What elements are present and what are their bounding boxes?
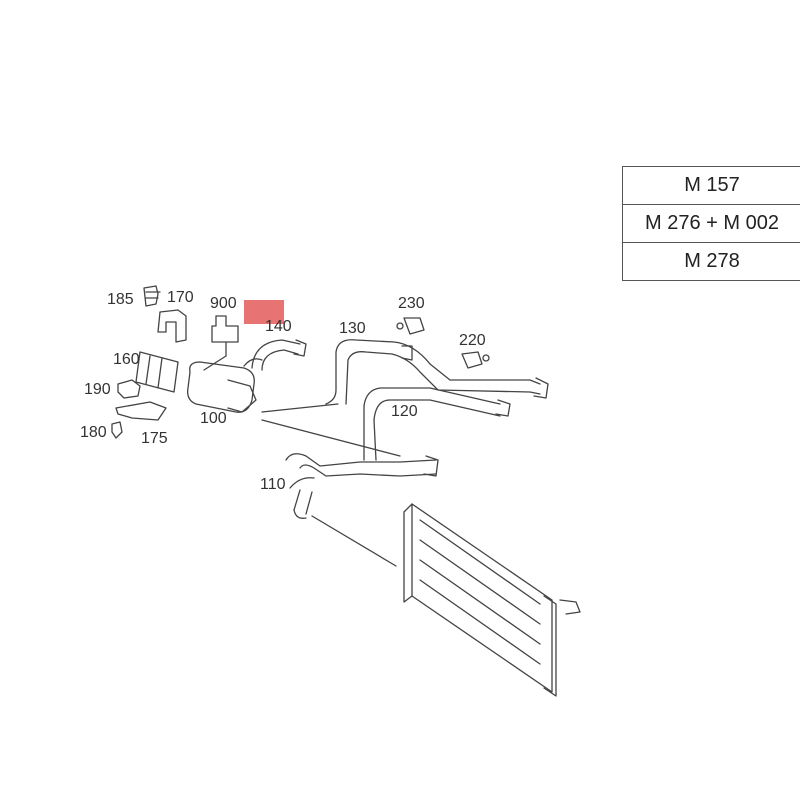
engine-variant-legend: M 157 M 276 + M 002 M 278 [622,166,800,281]
part-120-hose [363,387,511,461]
part-180-bolt [111,421,123,439]
label-180: 180 [80,424,107,441]
part-110-hose [285,453,439,519]
part-100-pump [187,358,263,413]
label-230: 230 [398,295,425,312]
part-900-connector [203,315,239,371]
label-160: 160 [113,351,140,368]
part-140-hose [251,339,307,371]
legend-row-m276-m002: M 276 + M 002 [623,205,800,243]
part-230-clamp [396,317,425,335]
part-190-mount [117,379,141,399]
part-130-hose [325,339,549,405]
label-185: 185 [107,291,134,308]
legend-row-m278: M 278 [623,243,800,281]
label-120: 120 [391,403,418,420]
highlight-marker [244,300,284,324]
label-110: 110 [260,476,286,493]
part-170-bracket [157,309,187,343]
part-185-sensor [143,285,161,307]
radiator [311,503,581,697]
part-220-clamp [461,351,490,369]
label-140: 140 [265,318,292,335]
label-170: 170 [167,289,194,306]
part-160-sleeve [135,351,179,393]
legend-row-m157: M 157 [623,166,800,205]
label-175: 175 [141,430,168,447]
part-175-bracket [115,401,167,421]
label-190: 190 [84,381,111,398]
label-100: 100 [200,410,227,427]
label-130: 130 [339,320,366,337]
label-220: 220 [459,332,486,349]
label-900: 900 [210,295,237,312]
